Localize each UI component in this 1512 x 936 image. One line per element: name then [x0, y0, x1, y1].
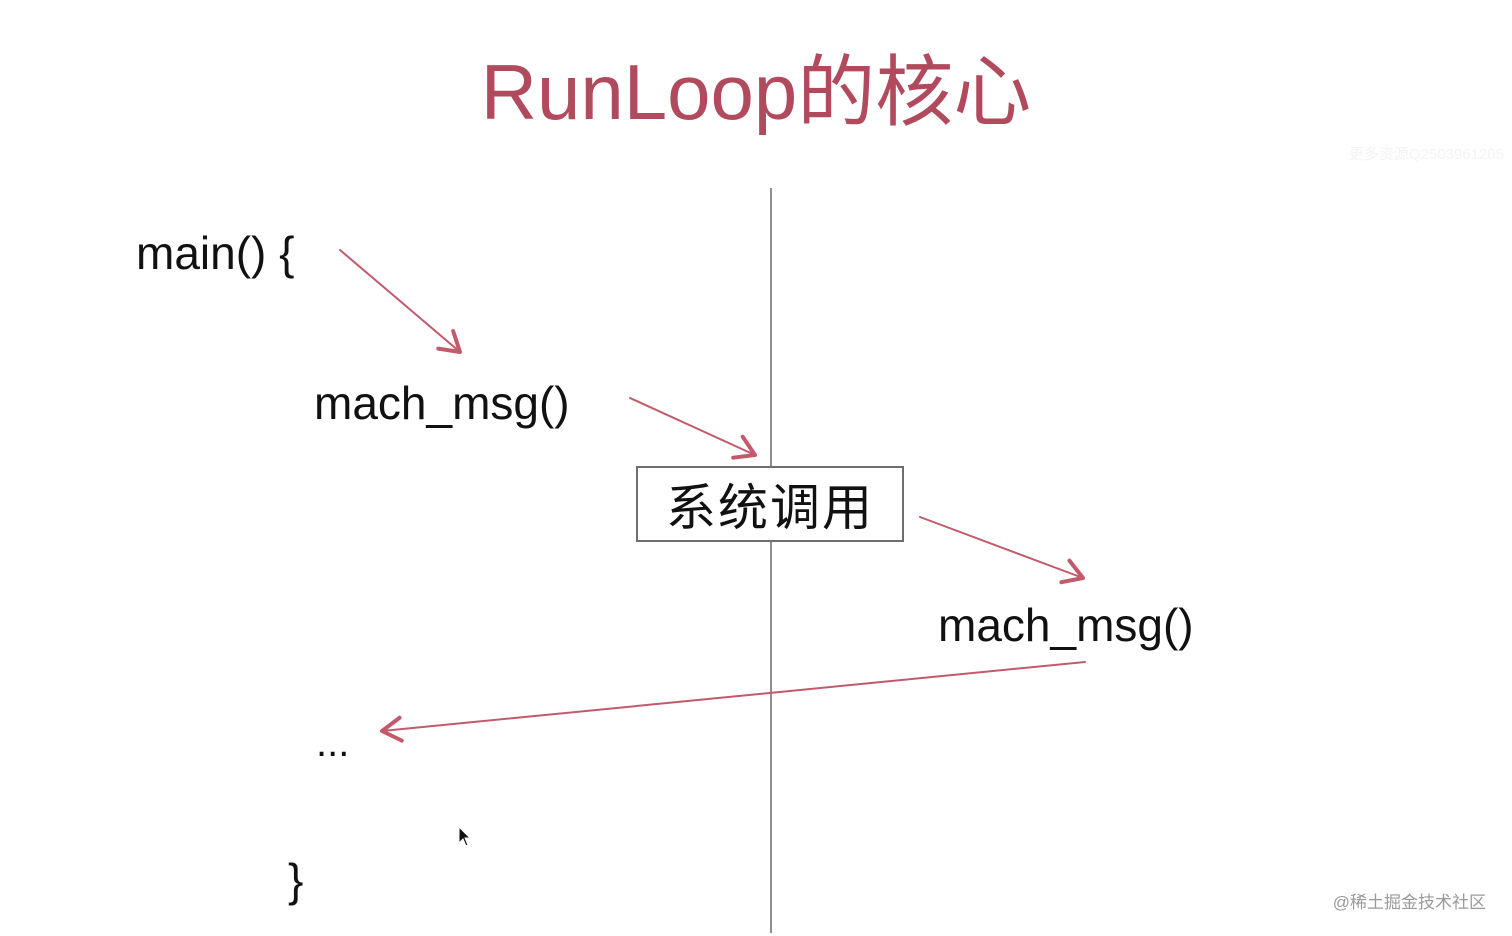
arrow-syscall-to-kernel-machmsg: [919, 516, 1085, 585]
slide-title: RunLoop的核心: [480, 48, 1032, 136]
arrow-machmsg-to-syscall: [629, 397, 757, 460]
main-function-close: }: [288, 854, 304, 906]
arrow-machmsg-to-syscall-head: [731, 434, 757, 460]
system-call-label: 系统调用: [666, 479, 874, 537]
arrow-main-to-machmsg-line: [339, 249, 461, 353]
user-kernel-divider: [770, 188, 772, 933]
watermark-top: 更多资源Q2503961205: [1348, 146, 1504, 163]
arrow-machmsg-to-syscall-line: [629, 397, 756, 456]
main-function-open: main() {: [136, 227, 295, 279]
mach-msg-kernel-call: mach_msg(): [938, 599, 1194, 651]
arrow-main-to-machmsg: [339, 249, 462, 354]
mouse-cursor-icon: [458, 825, 474, 855]
mach-msg-user-call: mach_msg(): [314, 377, 570, 429]
watermark-bottom: @稀土掘金技术社区: [1332, 893, 1486, 912]
arrow-main-to-machmsg-head: [436, 329, 462, 354]
ellipsis-continuation: ...: [316, 721, 350, 765]
system-call-box: 系统调用: [636, 466, 904, 542]
arrow-kernel-machmsg-to-ellipsis-line: [381, 661, 1086, 732]
arrow-syscall-to-kernel-machmsg-head: [1059, 558, 1085, 585]
arrow-syscall-to-kernel-machmsg-line: [919, 516, 1084, 579]
arrow-kernel-machmsg-to-ellipsis-head: [380, 715, 404, 743]
arrow-kernel-machmsg-to-ellipsis: [380, 661, 1086, 743]
